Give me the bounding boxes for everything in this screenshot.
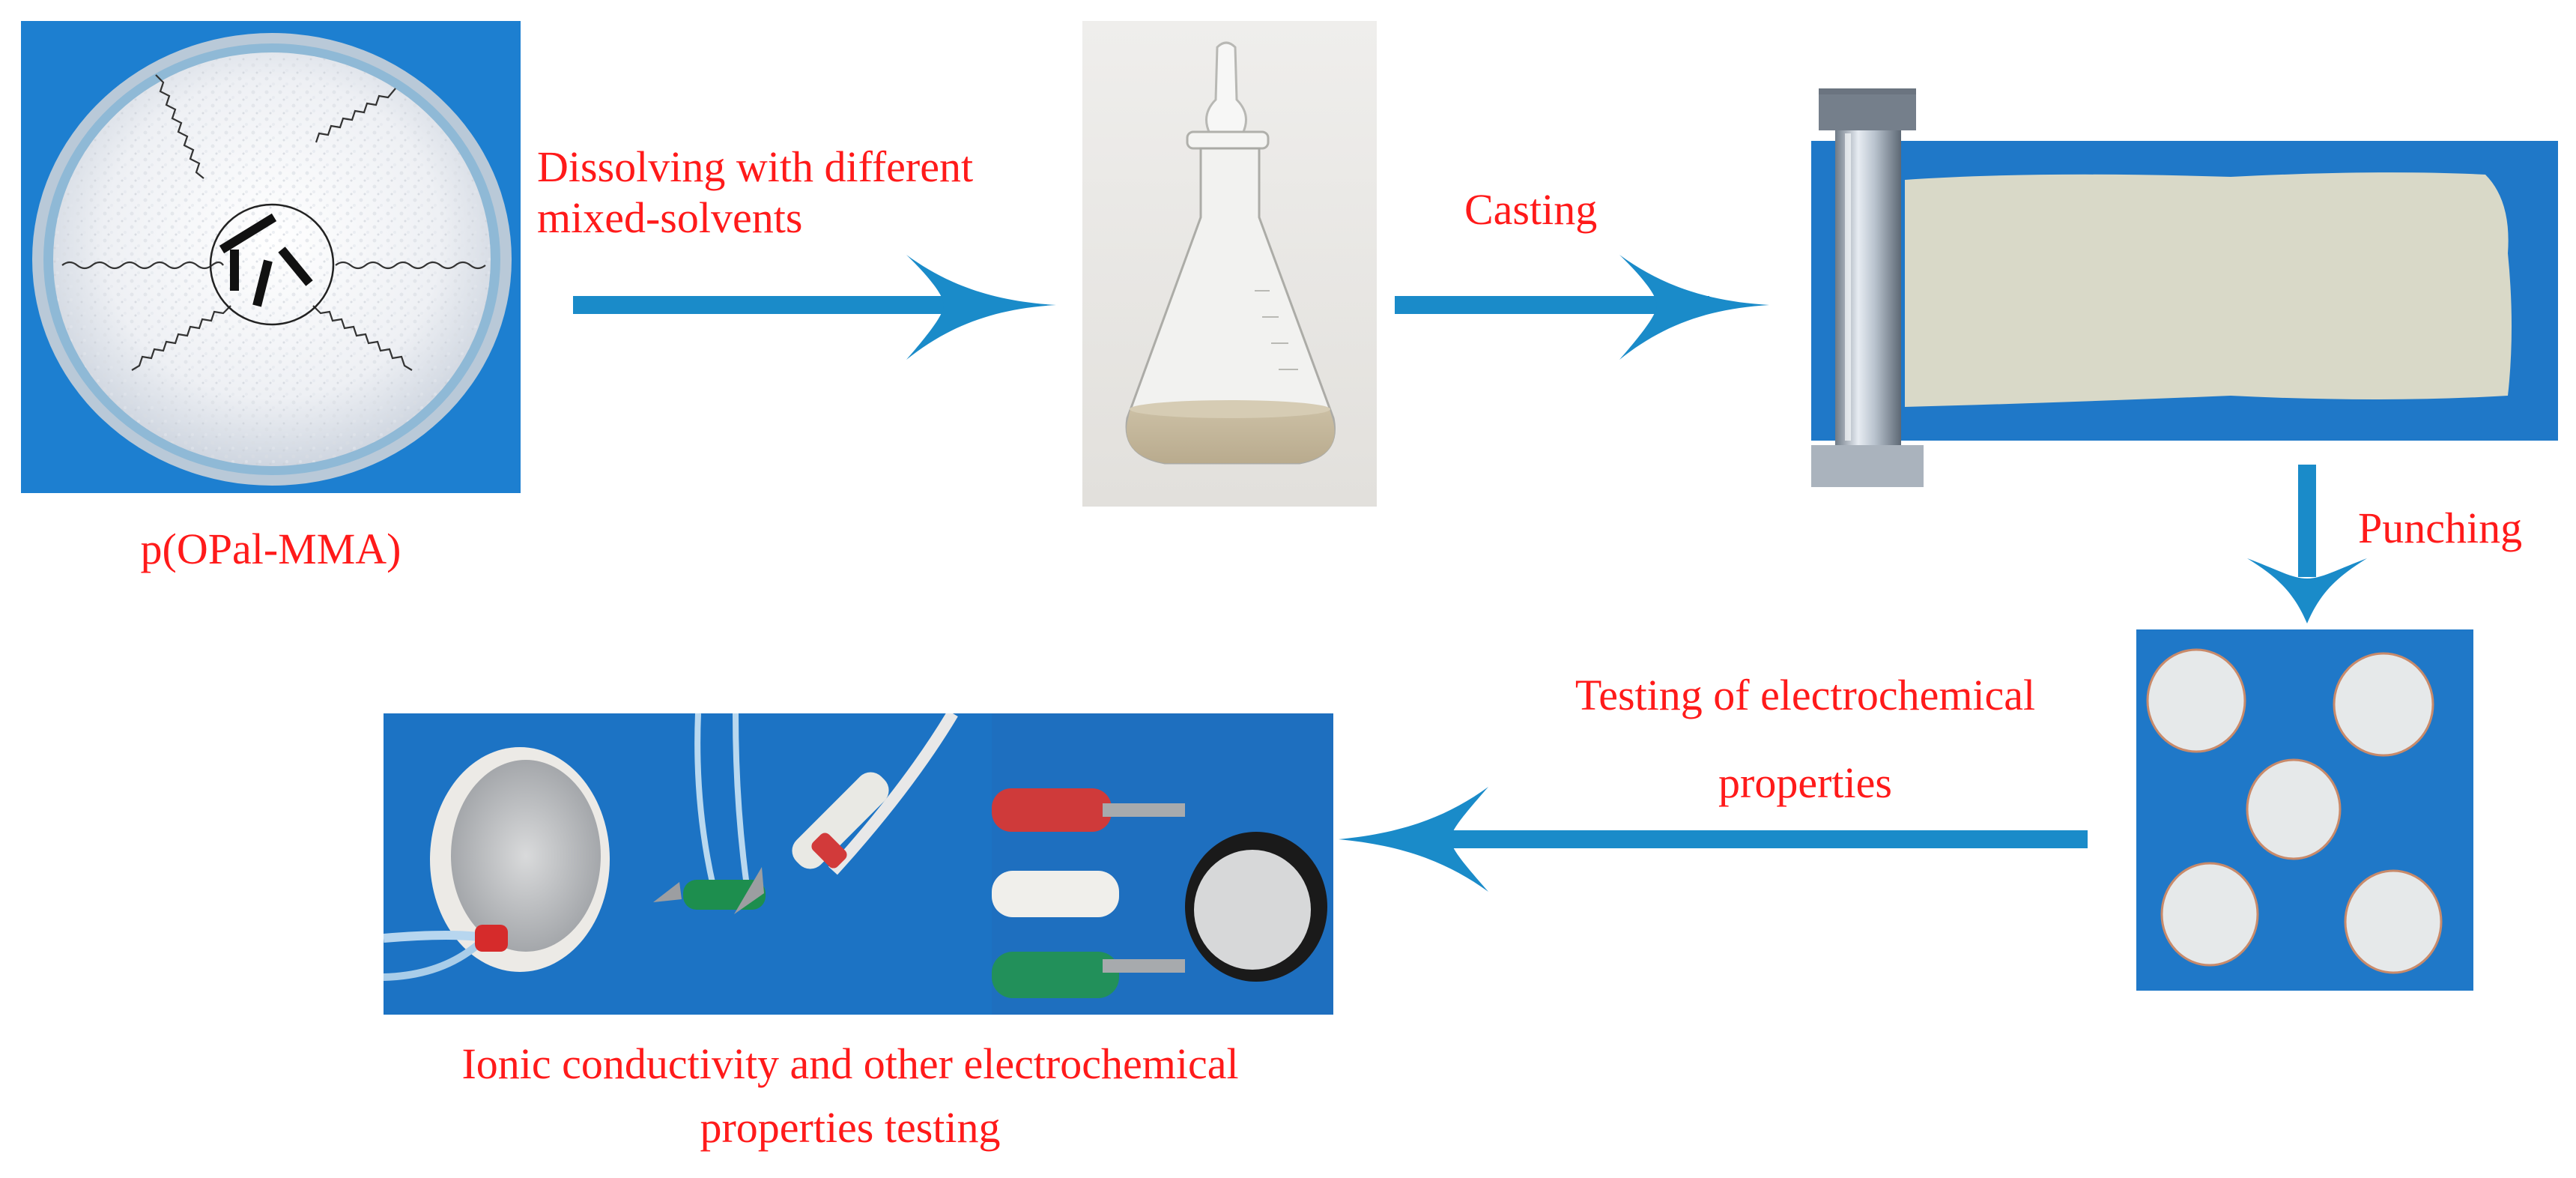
polymer-label: p(OPal-MMA)	[140, 525, 401, 573]
punched-discs-photo	[2136, 629, 2473, 991]
polymer-powder-photo	[21, 21, 521, 493]
arrow-right-2	[1395, 255, 1769, 360]
punching-label: Punching	[2358, 504, 2523, 552]
cast-film-photo	[1811, 88, 2558, 492]
testing-label-line1: Testing of electrochemical	[1575, 671, 2036, 719]
arrow-down	[2247, 465, 2367, 623]
flask-solution-photo	[1082, 21, 1377, 507]
electrochemical-testing-photo	[384, 713, 1333, 1015]
ionic-conductivity-label-line2: properties testing	[700, 1103, 1001, 1152]
dissolving-label-line1: Dissolving with different	[537, 142, 974, 191]
dissolving-label-line2: mixed-solvents	[537, 193, 803, 242]
ionic-conductivity-label-line1: Ionic conductivity and other electrochem…	[461, 1039, 1239, 1088]
arrow-left	[1339, 787, 2088, 892]
casting-label: Casting	[1464, 185, 1598, 234]
testing-label-line2: properties	[1718, 758, 1892, 807]
arrow-right-1	[573, 255, 1056, 360]
